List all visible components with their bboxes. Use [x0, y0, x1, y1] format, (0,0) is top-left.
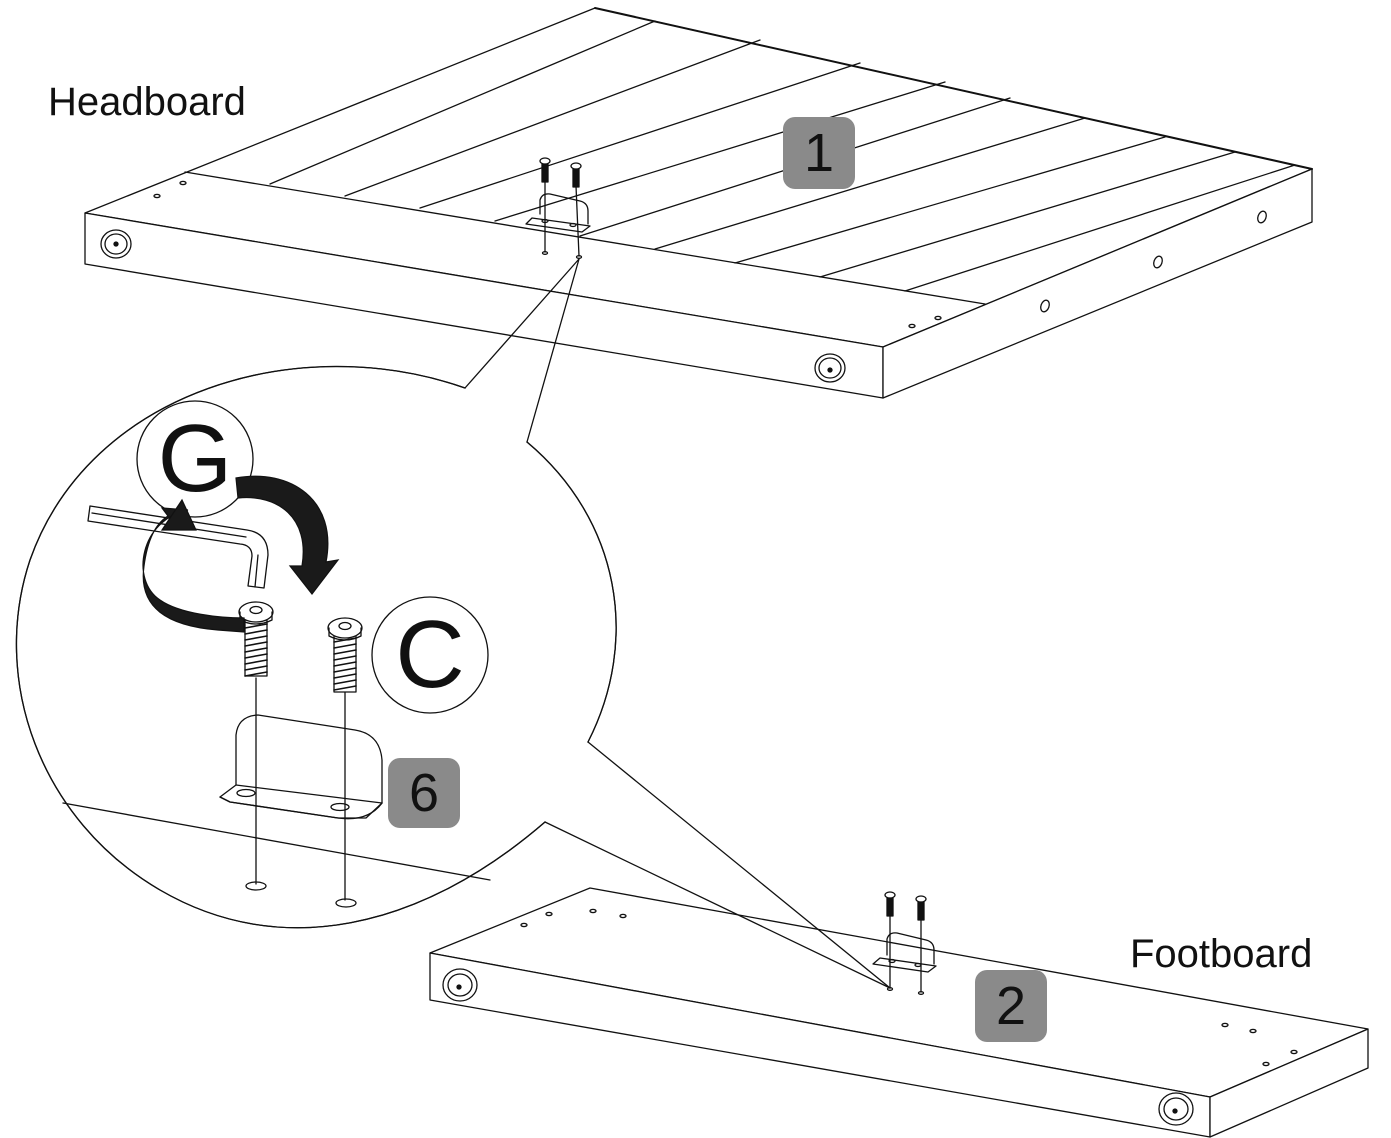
headboard-panel: [84, 7, 1313, 399]
part-badge-1: 1: [783, 117, 855, 189]
part-badge-6: 6: [388, 758, 460, 828]
hardware-letter-c: C: [395, 601, 465, 708]
rotation-arrow-icon: [142, 475, 340, 633]
footboard-label: Footboard: [1130, 932, 1313, 976]
hex-socket-bolt-icon: [238, 601, 274, 677]
callout-lines-headboard: [464, 258, 580, 443]
hex-socket-bolt-icon: [327, 617, 363, 693]
headboard-label: Headboard: [48, 80, 246, 124]
zoom-detail: [15, 365, 617, 929]
l-bracket-icon: [235, 714, 383, 804]
hardware-letter-g: G: [157, 405, 233, 512]
hardware-circle-c: [371, 596, 489, 714]
hardware-circle-g: [136, 400, 254, 518]
footboard-panel: [429, 887, 1369, 1138]
callout-lines-footboard: [544, 741, 891, 989]
part-badge-2: 2: [975, 970, 1047, 1042]
